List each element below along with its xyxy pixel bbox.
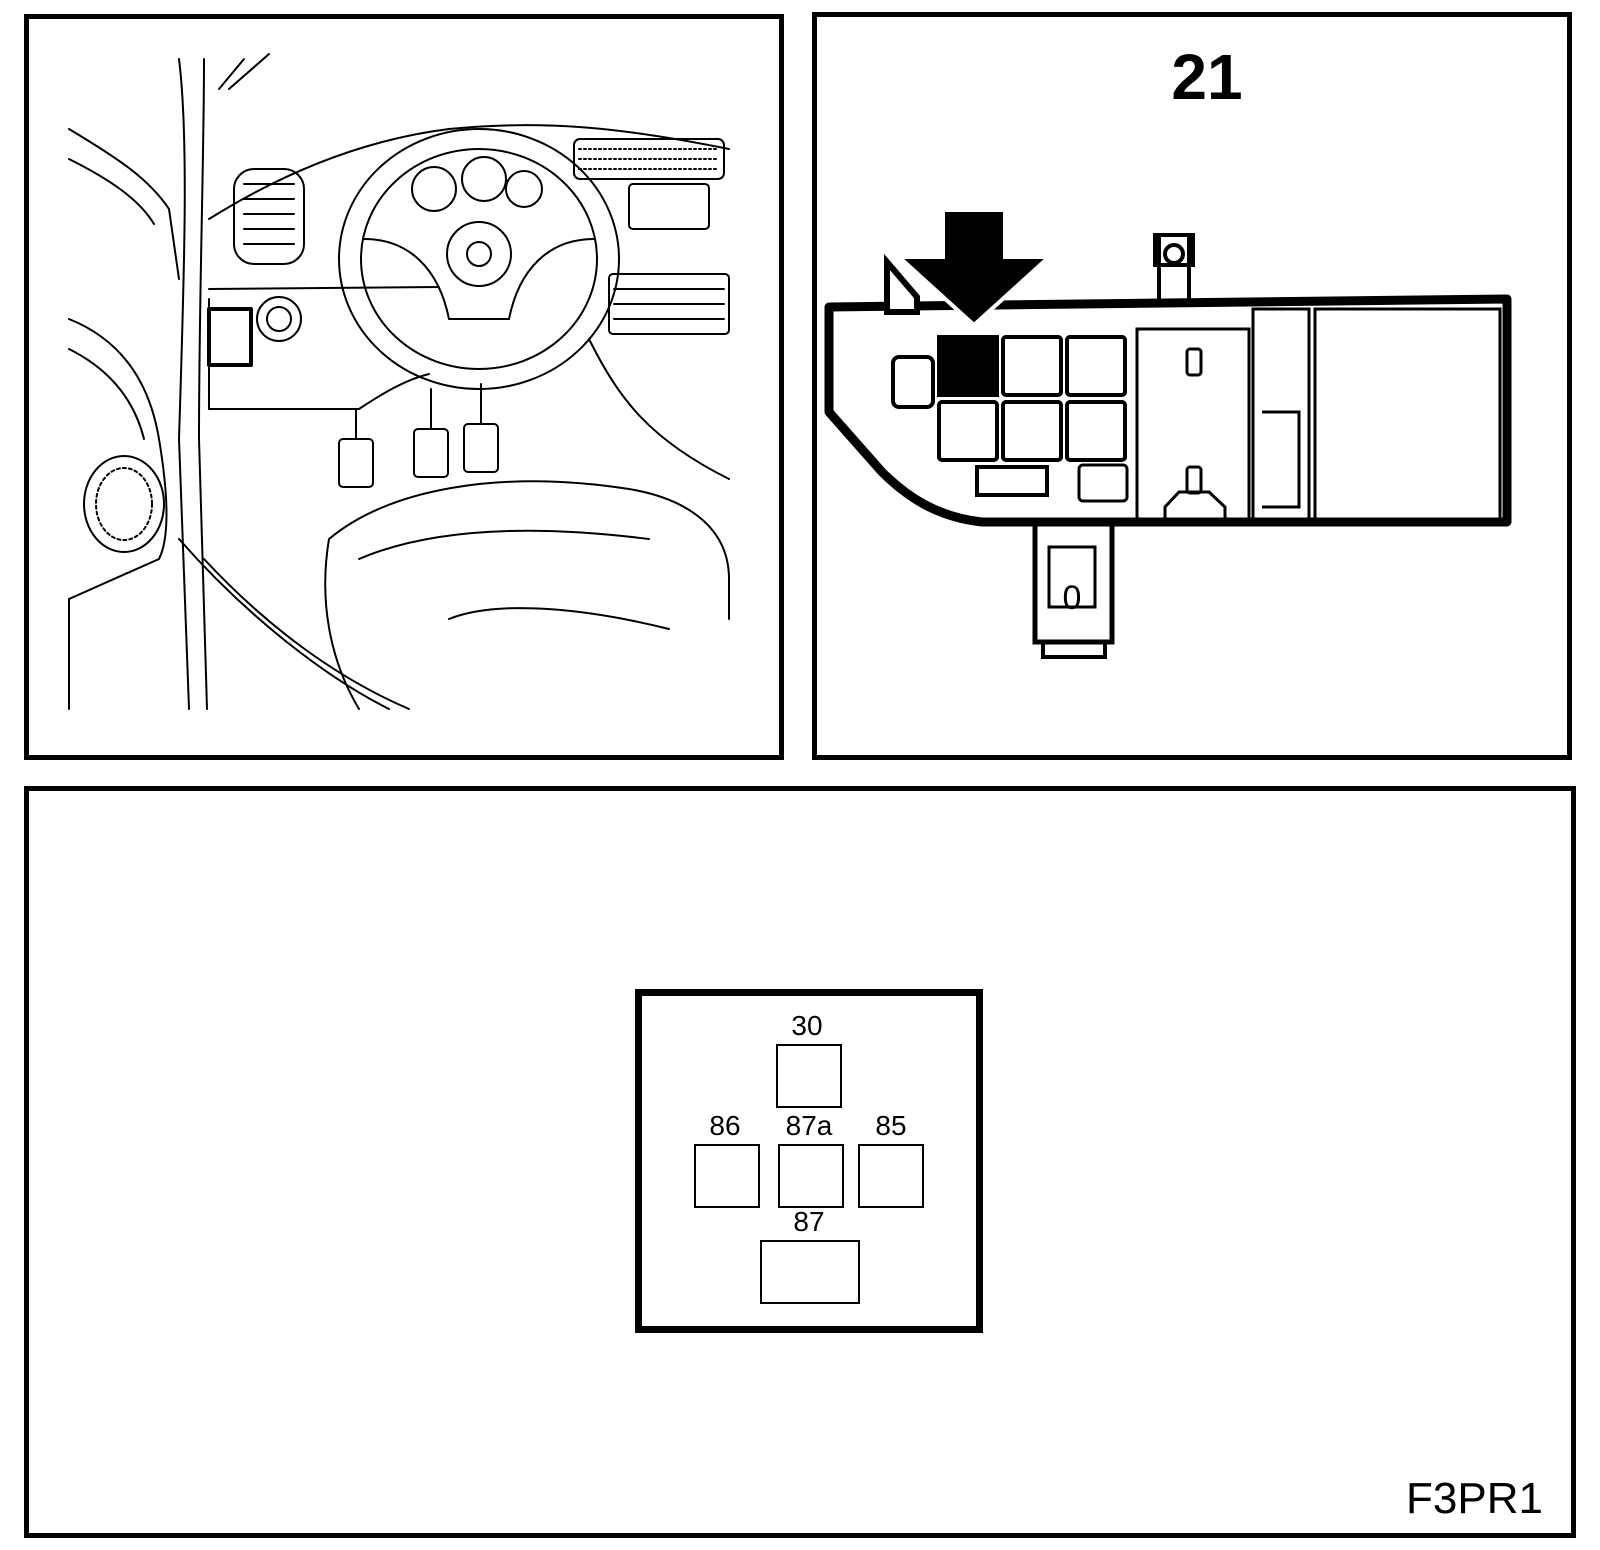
pin-87a-terminal <box>778 1144 844 1208</box>
pin-87-label: 87 <box>793 1206 825 1237</box>
pin-87a-label: 87a <box>785 1110 833 1141</box>
fuse-box-housing <box>824 294 1512 527</box>
relay-slot <box>937 400 999 462</box>
relay-pinout-panel: 30 86 87a 85 87 F3PR1 <box>24 786 1576 1538</box>
relay-base: 30 86 87a 85 87 <box>635 989 983 1333</box>
svg-text:0: 0 <box>1063 579 1082 617</box>
fuse-slot <box>975 465 1049 497</box>
pin-30-label: 30 <box>791 1010 823 1041</box>
relay-slot <box>1001 400 1063 462</box>
fuse-box-number: 21 <box>1171 41 1243 113</box>
pin-85-terminal <box>858 1144 924 1208</box>
location-illustration-panel <box>24 14 784 760</box>
side-module <box>1251 307 1311 521</box>
relay-slot <box>1065 400 1127 462</box>
fuse-box-diagram: 0 <box>824 208 1512 659</box>
center-module <box>1135 327 1251 521</box>
fuse-slot <box>1077 463 1129 503</box>
relay-slot <box>891 355 935 409</box>
pin-30-terminal <box>776 1044 842 1108</box>
relay-slot <box>1001 335 1063 397</box>
location-arrow-icon <box>893 208 1055 328</box>
pin-87-terminal <box>760 1240 860 1304</box>
fuse-box-panel: 21 0 <box>812 12 1572 760</box>
pin-85-label: 85 <box>875 1110 907 1141</box>
pin-86-label: 86 <box>709 1110 741 1141</box>
relay-slot-highlighted <box>937 335 999 397</box>
car-interior-illustration <box>68 53 730 710</box>
left-cover-clip <box>884 253 920 315</box>
cover-module <box>1313 307 1502 521</box>
diagram-code: F3PR1 <box>1406 1474 1543 1523</box>
relay-slot <box>1065 335 1127 397</box>
pin-86-terminal <box>694 1144 760 1208</box>
